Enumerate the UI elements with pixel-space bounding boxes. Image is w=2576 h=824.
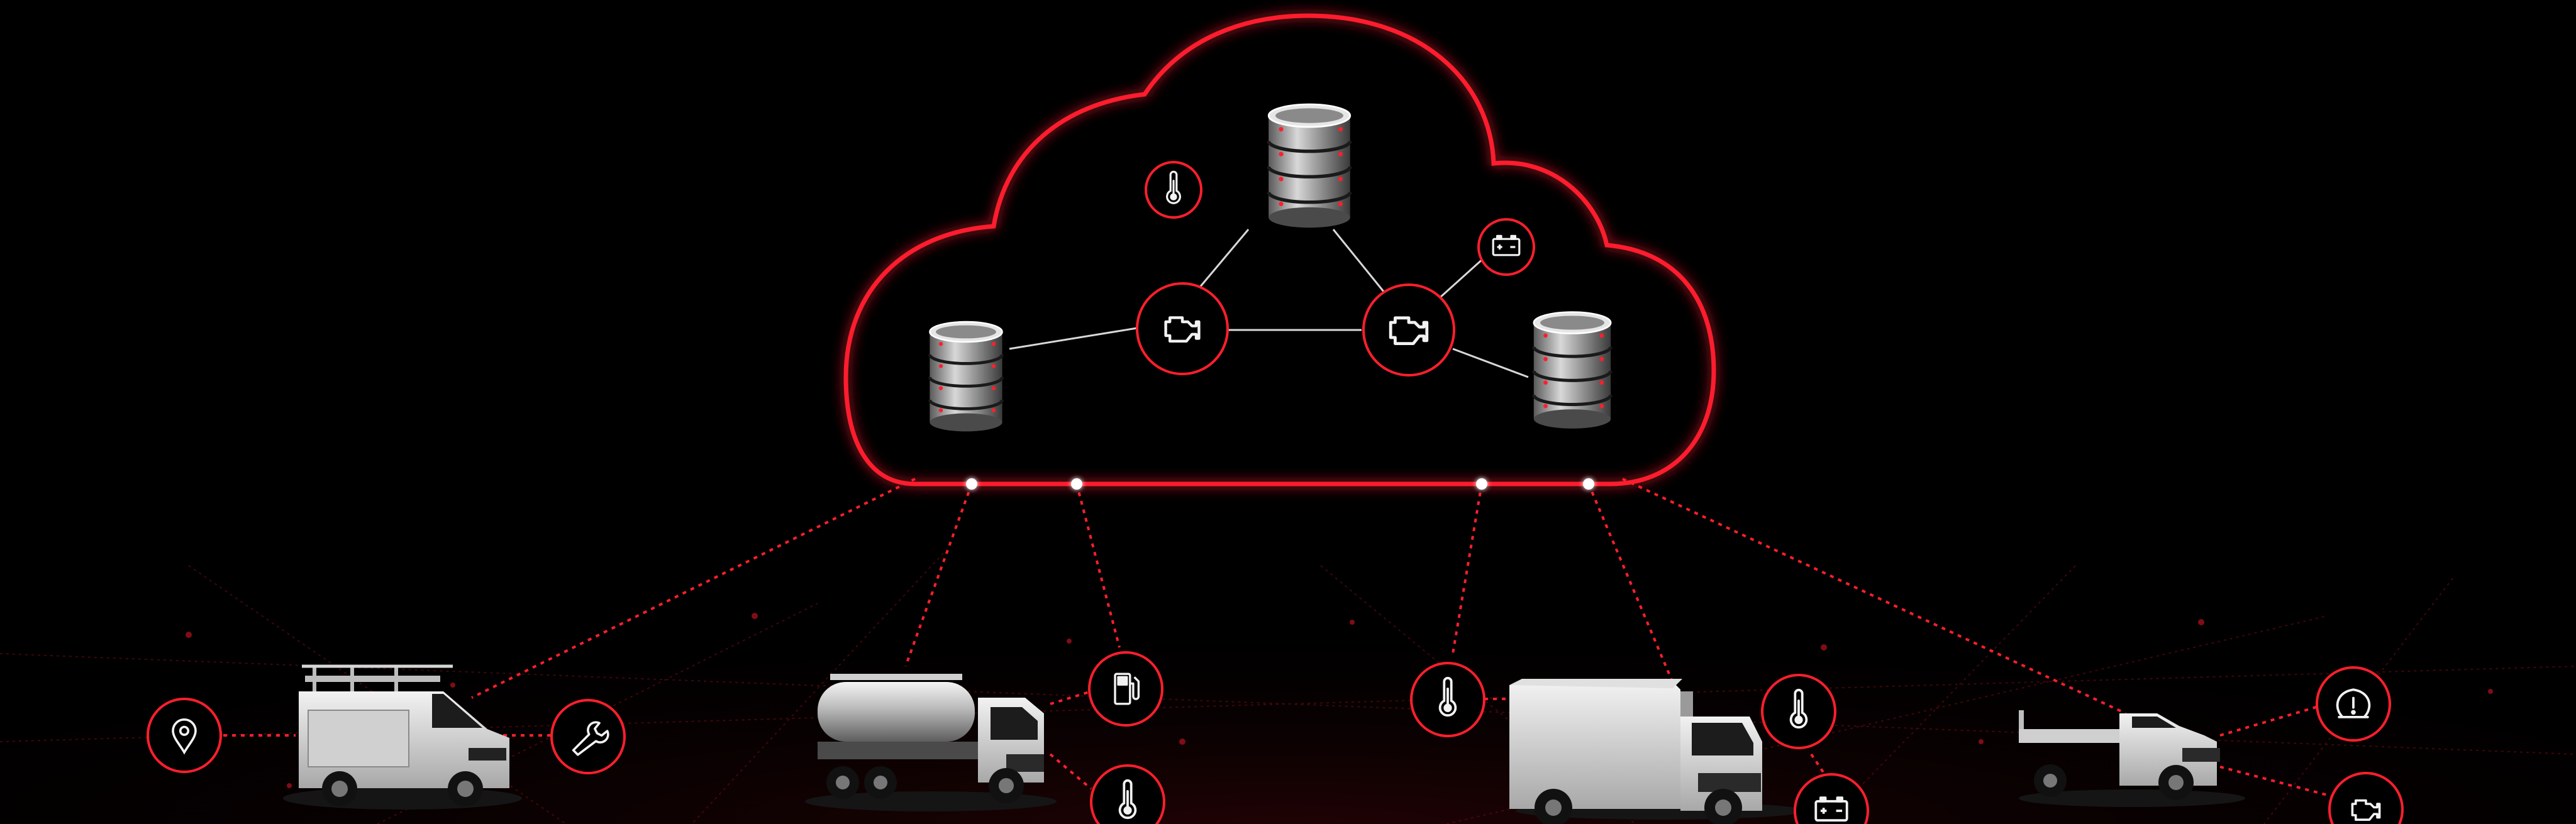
check-engine-icon xyxy=(1136,282,1229,375)
thermometer-icon xyxy=(1761,674,1836,749)
cloud-vehicle-connections xyxy=(471,478,2126,715)
thermometer-icon xyxy=(1145,161,1202,219)
vehicle-flatbed-pickup-truck xyxy=(2019,666,2404,824)
fuel-pump-icon xyxy=(1088,651,1163,727)
thermometer-icon xyxy=(1090,764,1165,824)
vehicle-utility-van xyxy=(147,664,626,810)
flatbed-pickup-truck xyxy=(2019,710,2245,807)
tanker-truck xyxy=(805,674,1057,811)
database-icon xyxy=(1269,104,1350,228)
vehicle-refrigerated-box-truck xyxy=(1410,662,1869,824)
battery-icon xyxy=(1477,218,1535,276)
cloud-outline xyxy=(843,13,1716,486)
tire-pressure-warning-icon xyxy=(2316,666,2391,742)
check-engine-icon xyxy=(1362,283,1455,376)
wrench-icon xyxy=(550,699,626,774)
vehicle-tanker-truck xyxy=(805,651,1165,824)
location-pin-icon xyxy=(147,698,222,773)
thermometer-icon xyxy=(1410,662,1485,737)
database-icon xyxy=(1534,312,1611,429)
refrigerated-box-truck xyxy=(1509,679,1805,824)
utility-van xyxy=(283,664,522,810)
cloud-anchor-points xyxy=(966,478,1594,490)
database-icon xyxy=(930,322,1002,431)
